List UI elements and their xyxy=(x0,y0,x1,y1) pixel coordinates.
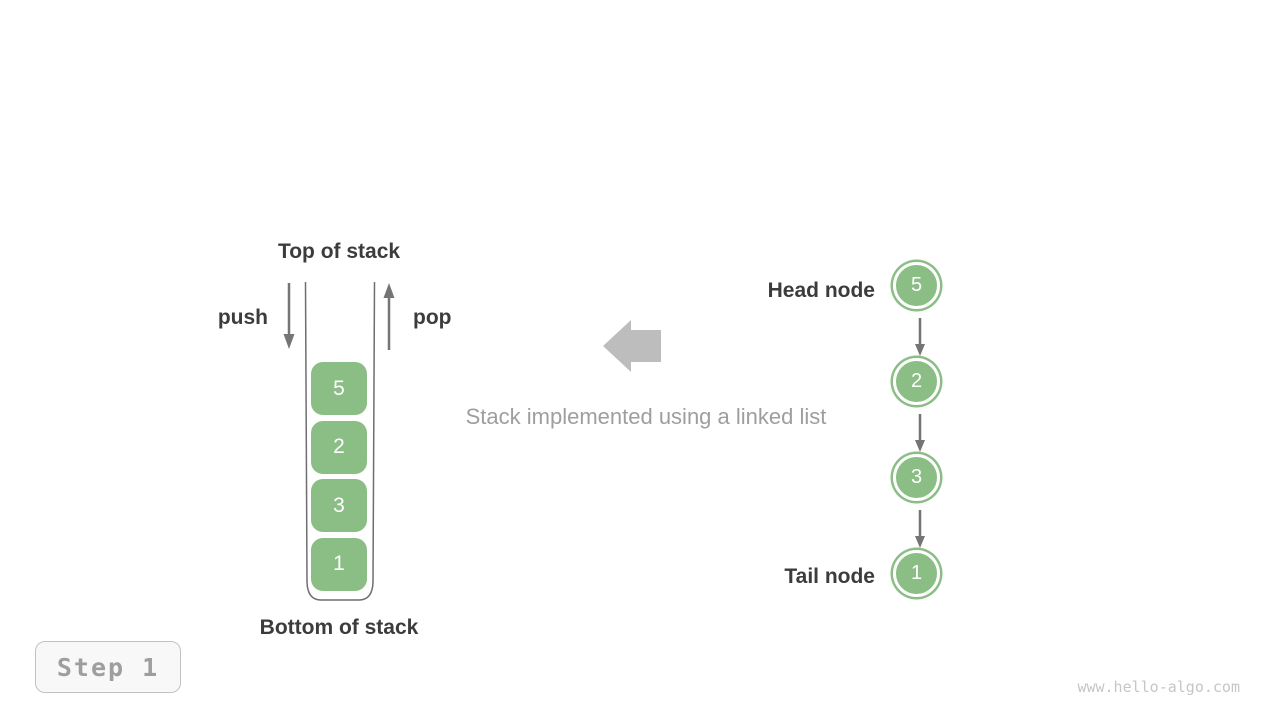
down-arrow-icon xyxy=(915,510,925,548)
pop-label: pop xyxy=(413,306,452,329)
stack-container-outline xyxy=(304,282,376,601)
watermark: www.hello-algo.com xyxy=(1077,678,1240,696)
push-down-arrow-icon xyxy=(283,283,295,349)
stack-top-label: Top of stack xyxy=(277,240,401,263)
stack-cell: 2 xyxy=(311,420,367,474)
list-node: 3 xyxy=(893,454,940,501)
list-node: 1 xyxy=(893,550,940,597)
stack-bottom-label: Bottom of stack xyxy=(259,616,419,639)
pop-up-arrow-icon xyxy=(383,283,395,350)
push-label: push xyxy=(217,306,268,329)
step-badge: Step 1 xyxy=(35,641,181,693)
head-node-label: Head node xyxy=(767,279,875,302)
stack-cells: 5 2 3 1 xyxy=(311,362,367,591)
stack-cell: 1 xyxy=(311,537,367,591)
list-node: 2 xyxy=(893,358,940,405)
left-block-arrow-icon xyxy=(603,320,661,372)
down-arrow-icon xyxy=(915,318,925,356)
list-node: 5 xyxy=(893,262,940,309)
down-arrow-icon xyxy=(915,414,925,452)
diagram-caption: Stack implemented using a linked list xyxy=(465,404,827,429)
tail-node-label: Tail node xyxy=(784,565,875,588)
stack-cell: 3 xyxy=(311,479,367,532)
stack-cell: 5 xyxy=(311,362,367,415)
step-badge-label: Step 1 xyxy=(56,652,160,682)
